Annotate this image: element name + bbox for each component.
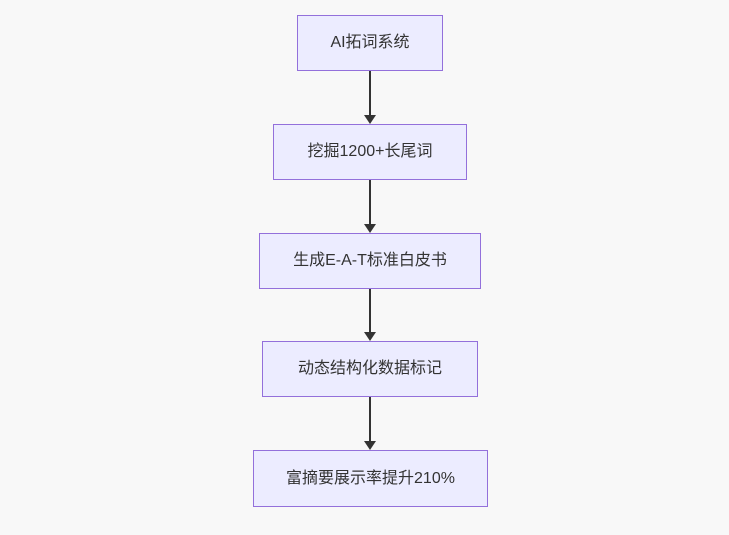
arrowhead-down-icon	[364, 115, 376, 124]
arrowhead-down-icon	[364, 441, 376, 450]
arrowhead-down-icon	[364, 332, 376, 341]
flow-node-dynamic-structured-data-markup: 动态结构化数据标记	[262, 341, 478, 397]
flow-node-ai-word-expansion-system: AI拓词系统	[297, 15, 443, 71]
flow-node-label: 动态结构化数据标记	[297, 360, 442, 377]
edge-line	[369, 180, 371, 224]
arrowhead-down-icon	[364, 224, 376, 233]
edge-b-to-c	[363, 180, 377, 233]
flow-node-label: 富摘要展示率提升210%	[286, 469, 455, 487]
edge-line	[369, 71, 371, 115]
edge-line	[369, 289, 371, 332]
edge-a-to-b	[363, 71, 377, 124]
flow-node-mine-longtail-keywords: 挖掘1200+长尾词	[273, 124, 467, 180]
flow-node-label: 挖掘1200+长尾词	[307, 143, 433, 160]
flow-node-label: AI拓词系统	[330, 34, 410, 51]
flow-node-generate-eat-whitepaper: 生成E-A-T标准白皮书	[259, 233, 481, 289]
flow-node-rich-snippet-rate-up-210: 富摘要展示率提升210%	[253, 450, 488, 507]
edge-d-to-e	[363, 397, 377, 450]
edge-c-to-d	[363, 289, 377, 341]
flow-node-label: 生成E-A-T标准白皮书	[293, 252, 447, 269]
edge-line	[369, 397, 371, 441]
